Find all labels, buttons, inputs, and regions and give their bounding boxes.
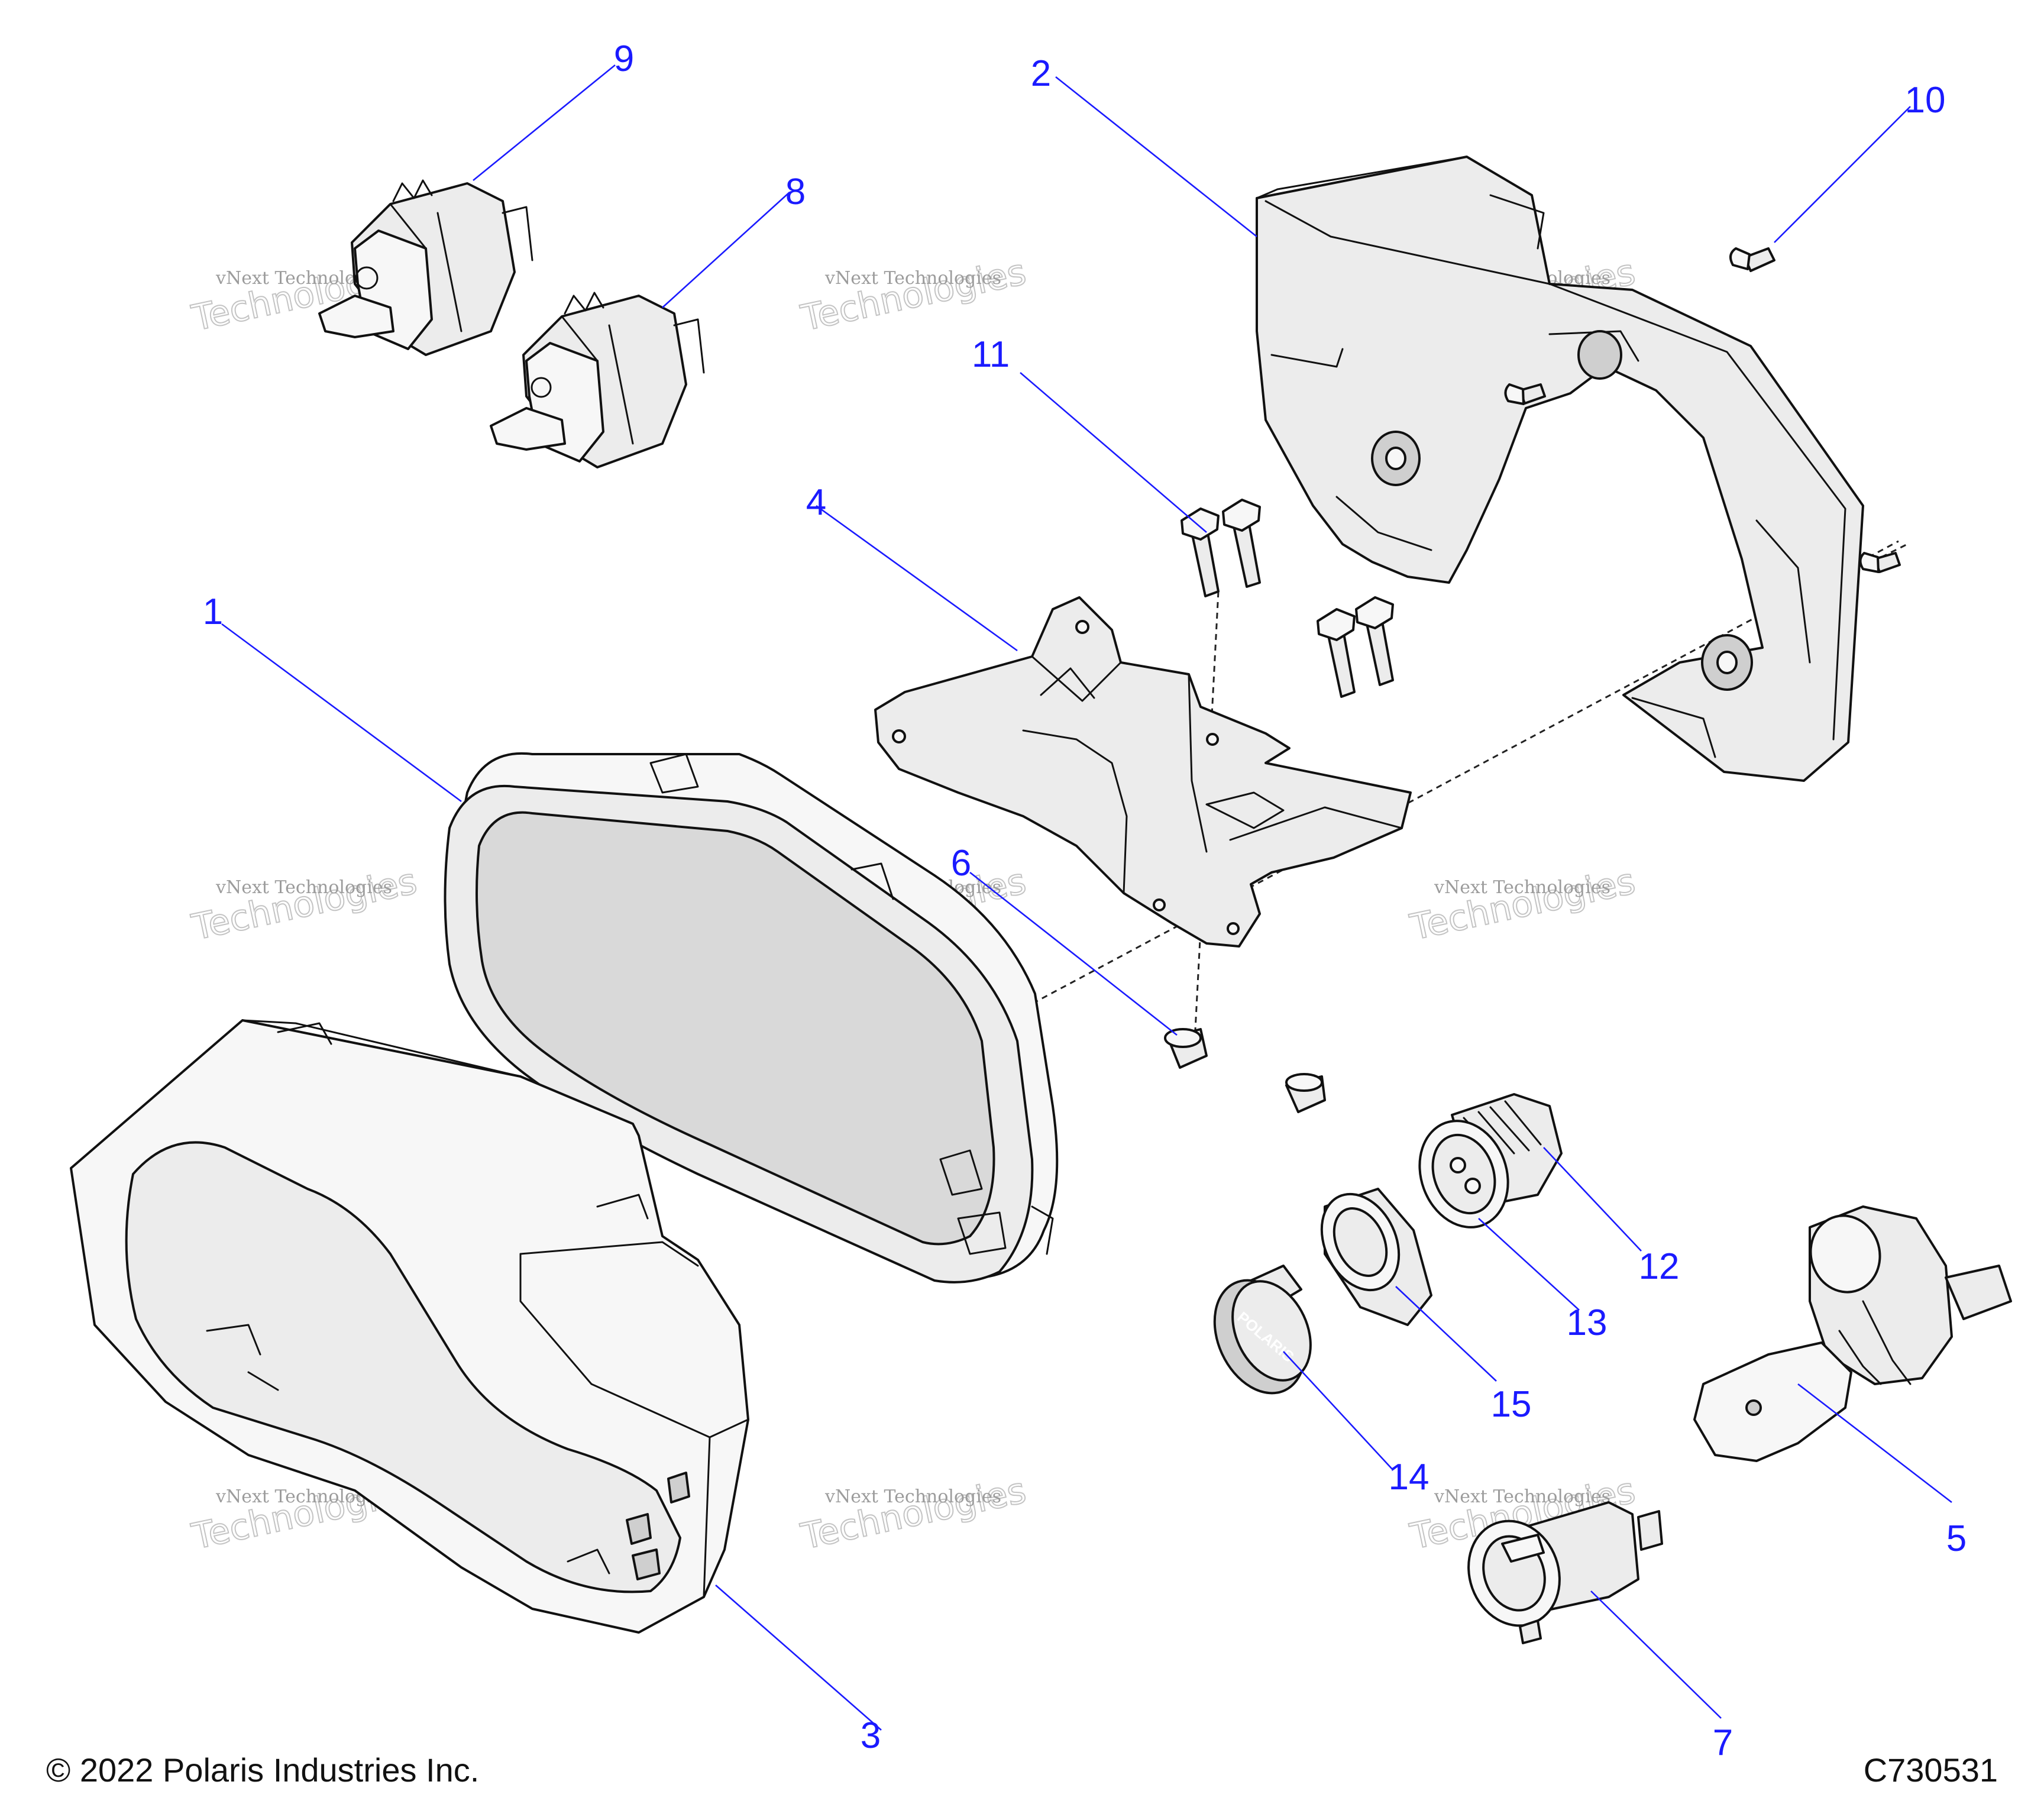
callout-11: 11	[972, 334, 1010, 375]
socket-cap-14: POLARIS	[1213, 1265, 1312, 1395]
watermark-large-text: Technologies	[797, 251, 1030, 340]
assembly-line	[1023, 540, 1899, 1010]
watermark-text: vNext Technologies	[215, 877, 392, 898]
screw-10	[1729, 247, 1775, 272]
leader-6	[969, 871, 1178, 1036]
watermark-large-text: Technologies	[188, 861, 421, 949]
leader-12	[1543, 1147, 1642, 1252]
leader-10	[1774, 106, 1911, 243]
watermark-text: vNext Technologies	[824, 1486, 1001, 1507]
watermark-large-text: Technologies	[1406, 861, 1639, 949]
watermark-text: vNext Technologies	[824, 268, 1001, 289]
leader-9	[473, 64, 616, 182]
watermark: Technologies vNext Technologies	[797, 1469, 1030, 1559]
ignition-switch-5	[1693, 1205, 2012, 1462]
retaining-nut-15	[1320, 1188, 1432, 1326]
leader-15	[1395, 1286, 1497, 1382]
screw	[1859, 552, 1901, 573]
callouts: 1 2 3 4 5 6 7 8 9 10 11 12 13 14 15	[203, 38, 1967, 1763]
bolt	[1181, 507, 1220, 597]
callout-5: 5	[1946, 1518, 1967, 1559]
callout-12: 12	[1639, 1246, 1680, 1287]
display-screen	[476, 811, 995, 1246]
rear-cluster-housing	[1256, 156, 1864, 782]
callout-14: 14	[1389, 1457, 1429, 1498]
bolt	[1355, 596, 1394, 686]
callout-7: 7	[1713, 1722, 1733, 1763]
bolt	[1222, 499, 1261, 588]
callout-10: 10	[1905, 80, 1946, 121]
bolt	[1317, 608, 1356, 698]
watermark: Technologies vNext Technologies	[797, 251, 1030, 340]
watermark: Technologies vNext Technologies	[1406, 860, 1639, 949]
leader-13	[1478, 1218, 1580, 1311]
rocker-switch-9	[318, 179, 533, 356]
rocker-switch-8	[490, 292, 705, 468]
callout-8: 8	[785, 172, 806, 212]
grommet	[1285, 1073, 1326, 1113]
leader-3	[715, 1585, 882, 1731]
leader-11	[1020, 372, 1207, 533]
callout-15: 15	[1491, 1384, 1532, 1425]
leader-14	[1283, 1351, 1393, 1470]
watermark: Technologies vNext Technologies	[187, 860, 421, 949]
watermark-text: vNext Technologies	[1434, 877, 1610, 898]
screw	[1504, 383, 1546, 405]
leader-7	[1590, 1590, 1722, 1719]
bolts-11	[1181, 499, 1394, 698]
leader-4	[816, 505, 1018, 652]
instrument-cluster	[444, 752, 1059, 1283]
callout-6: 6	[951, 843, 971, 884]
front-bezel	[70, 1019, 749, 1634]
leader-5	[1797, 1383, 1952, 1504]
leader-8	[662, 192, 790, 308]
grommet-6	[1164, 1028, 1208, 1069]
watermark-large-text: Technologies	[797, 1470, 1030, 1558]
callout-13: 13	[1567, 1302, 1608, 1343]
callout-4: 4	[806, 482, 826, 523]
watermark-text: vNext Technologies	[1434, 1486, 1610, 1507]
mount-boss	[1577, 330, 1622, 380]
callout-3: 3	[861, 1715, 881, 1756]
callout-2: 2	[1031, 53, 1051, 94]
power-outlet-7	[1467, 1501, 1663, 1644]
leader-lines	[221, 64, 1952, 1731]
copyright-text: © 2022 Polaris Industries Inc.	[46, 1751, 479, 1789]
callout-1: 1	[203, 591, 223, 632]
callout-9: 9	[614, 38, 634, 79]
mounting-bracket	[874, 596, 1412, 948]
assembly-line	[1871, 543, 1908, 563]
usb-socket-ring-13	[1418, 1120, 1509, 1228]
leader-2	[1055, 76, 1257, 238]
diagram-code: C730531	[1864, 1751, 1998, 1789]
leader-1	[221, 623, 462, 803]
